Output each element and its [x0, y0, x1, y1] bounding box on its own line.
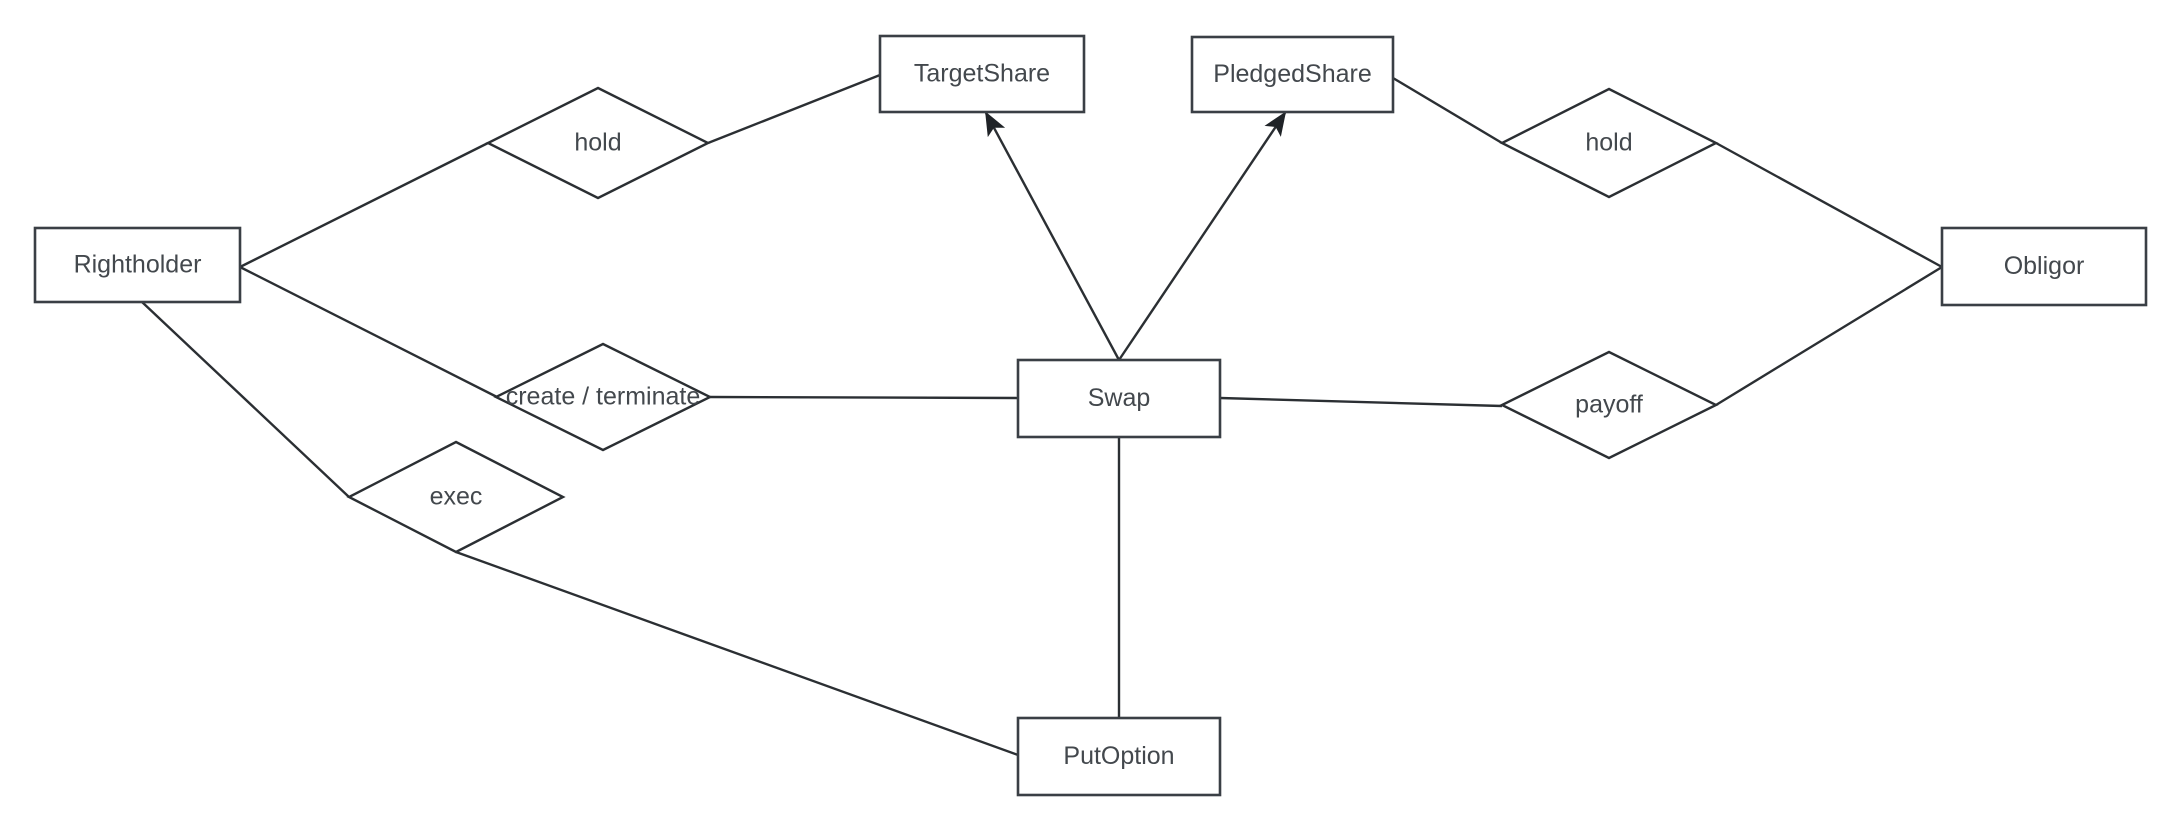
- relationship-diamond-shape: [1499, 87, 1719, 199]
- edge-hold-right-obligor: [1715, 141, 1943, 269]
- entity-swap[interactable]: Swap: [1016, 358, 1222, 439]
- entity-rightholder[interactable]: Rightholder: [33, 226, 242, 304]
- relationship-label: hold: [1585, 129, 1632, 157]
- entity-targetshare[interactable]: TargetShare: [878, 34, 1086, 114]
- entity-label: PutOption: [1063, 742, 1174, 770]
- relationship-create-terminate[interactable]: create / terminate: [493, 342, 713, 452]
- relationship-diamond-shape: [346, 440, 566, 554]
- relationship-label: create / terminate: [506, 383, 701, 411]
- relationship-hold-left[interactable]: hold: [485, 86, 711, 200]
- relationship-diamond-shape: [485, 86, 711, 200]
- entity-box-shape: [1940, 226, 2148, 307]
- entity-box-shape: [878, 34, 1086, 114]
- relationship-diamond-shape: [493, 342, 713, 452]
- entity-label: TargetShare: [914, 60, 1050, 88]
- edge-swap-payoff: [1219, 396, 1503, 408]
- edge-exec-putoption: [455, 550, 1019, 757]
- relationship-diamond-shape: [1499, 350, 1719, 460]
- entity-label: Rightholder: [74, 251, 202, 279]
- entity-obligor[interactable]: Obligor: [1940, 226, 2148, 307]
- entity-box-shape: [1190, 35, 1395, 114]
- edge-hold-left-targetshare: [707, 73, 881, 145]
- entity-label: Obligor: [2004, 252, 2085, 280]
- relationship-label: hold: [574, 129, 621, 157]
- relationship-label: exec: [430, 483, 483, 511]
- relationship-hold-right[interactable]: hold: [1499, 87, 1719, 199]
- edge-rightholder-exec: [141, 301, 350, 498]
- entities-layer: Rightholder TargetShare PledgedShareObligo…: [33, 34, 2148, 797]
- edge-swap-pledgedshare: [1118, 111, 1287, 361]
- edge-pledgedshare-hold-right: [1392, 76, 1503, 145]
- edge-rightholder-hold-left: [239, 141, 489, 269]
- entity-box-shape: [1016, 716, 1222, 797]
- relationship-label: payoff: [1575, 391, 1643, 419]
- edge-payoff-obligor: [1715, 265, 1943, 407]
- edge-rightholder-create: [239, 265, 498, 399]
- relationship-exec[interactable]: exec: [346, 440, 566, 554]
- entity-label: PledgedShare: [1213, 60, 1371, 88]
- edge-create-swap: [709, 395, 1019, 400]
- entity-box-shape: [1016, 358, 1222, 439]
- edges-layer: [141, 73, 1943, 757]
- entity-pledgedshare[interactable]: PledgedShare: [1190, 35, 1395, 114]
- relationships-layer: hold hold create / terminate payoff exec: [346, 86, 1719, 554]
- relationship-payoff[interactable]: payoff: [1499, 350, 1719, 460]
- edge-swap-targetshare: [984, 111, 1121, 361]
- entity-label: Swap: [1088, 384, 1151, 412]
- entity-putoption[interactable]: PutOption: [1016, 716, 1222, 797]
- entity-box-shape: [33, 226, 242, 304]
